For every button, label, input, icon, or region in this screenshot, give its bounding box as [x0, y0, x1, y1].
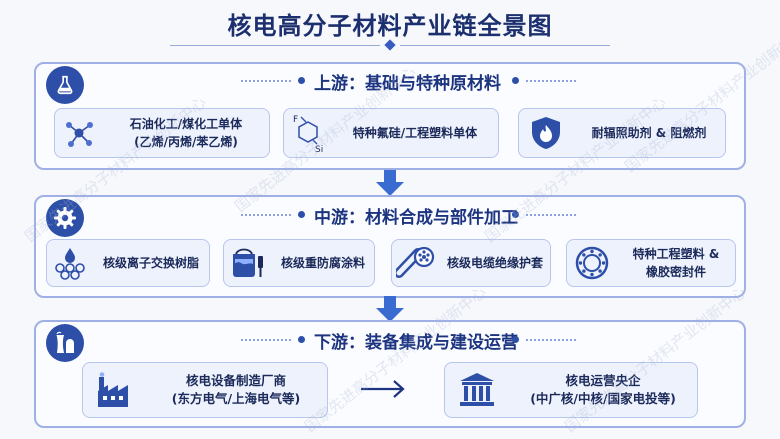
- upstream-section: 上游：基础与特种原材料 石油化工/煤化工单体 (乙烯/丙烯/苯乙烯): [34, 62, 746, 170]
- upstream-title-line-right: [526, 80, 576, 82]
- upstream-card-petrochemical-line2: (乙烯/丙烯/苯乙烯): [134, 135, 238, 149]
- downstream-title-line-right: [526, 339, 576, 341]
- flame-shield-icon: [519, 115, 573, 151]
- icon-text-si: Si: [315, 145, 323, 153]
- down-arrow-icon: [376, 296, 404, 322]
- midstream-card-resin-label: 核级离子交换树脂: [102, 256, 199, 270]
- right-arrow-icon: [361, 380, 405, 398]
- midstream-title-line-right: [526, 214, 576, 216]
- icon-text-f: F: [293, 115, 298, 125]
- institution-icon: [445, 371, 509, 409]
- downstream-card-operator-label: 核电运营央企 (中广核/中核/国家电投等): [509, 372, 697, 408]
- midstream-card-cable-label: 核级电缆绝缘护套: [446, 256, 543, 270]
- downstream-title-dot-right: [512, 336, 519, 343]
- midstream-title-dot-left: [298, 211, 305, 218]
- midstream-title: 中游：材料合成与部件加工: [314, 208, 518, 228]
- downstream-card-operator-line2: (中广核/中核/国家电投等): [530, 391, 676, 406]
- flask-icon: [46, 66, 84, 104]
- midstream-card-coating-label: 核级重防腐涂料: [280, 256, 365, 270]
- upstream-card-additives-label: 耐辐照助剂 & 阻燃剂: [591, 126, 707, 140]
- midstream-card-resin: 核级离子交换树脂: [46, 239, 210, 287]
- midstream-title-line-left: [241, 214, 291, 216]
- upstream-card-fluoro-silicon-label: 特种氟硅/工程塑料单体: [352, 126, 478, 140]
- upstream-card-fluoro-silicon: F Si 特种氟硅/工程塑料单体: [283, 108, 499, 158]
- downstream-title: 下游：装备集成与建设运营: [314, 333, 518, 353]
- midstream-card-seal: 特种工程塑料 & 橡胶密封件: [566, 239, 736, 287]
- upstream-title: 上游：基础与特种原材料: [314, 74, 501, 94]
- title-rule-right: [400, 45, 610, 46]
- upstream-title-dot-right: [512, 77, 519, 84]
- factory-icon: [83, 371, 145, 409]
- molecule-icon: [55, 116, 103, 150]
- page-title: 核电高分子材料产业链全景图: [227, 12, 553, 40]
- midstream-title-dot-right: [512, 211, 519, 218]
- downstream-card-manufacturer-label: 核电设备制造厂商 (东方电气/上海电气等): [145, 372, 327, 408]
- upstream-card-petrochemical-line1: 石油化工/煤化工单体: [129, 117, 243, 131]
- downstream-card-operator: 核电运营央企 (中广核/中核/国家电投等): [444, 362, 698, 418]
- upstream-card-petrochemical-label: 石油化工/煤化工单体 (乙烯/丙烯/苯乙烯): [103, 115, 269, 151]
- midstream-card-coating: 核级重防腐涂料: [223, 239, 375, 287]
- upstream-card-petrochemical: 石油化工/煤化工单体 (乙烯/丙烯/苯乙烯): [54, 108, 270, 158]
- fluoro-silicon-structure-icon: F Si: [284, 113, 332, 153]
- downstream-section: 下游：装备集成与建设运营 核电设备制造厂商 (东方电气/上海电气等): [34, 320, 746, 428]
- resin-beads-icon: [47, 246, 93, 280]
- title-rule-left: [170, 45, 380, 46]
- midstream-section: 中游：材料合成与部件加工 核级离子交换树脂 核级重防腐: [34, 195, 746, 298]
- upstream-title-line-left: [241, 80, 291, 82]
- nuclear-plant-icon: [46, 324, 84, 362]
- gear-icon: [46, 199, 84, 237]
- downstream-title-dot-left: [298, 336, 305, 343]
- downstream-card-manufacturer-line1: 核电设备制造厂商: [185, 373, 286, 388]
- seal-ring-icon: [567, 245, 617, 281]
- downstream-card-operator-line1: 核电运营央企: [565, 373, 641, 388]
- upstream-card-additives: 耐辐照助剂 & 阻燃剂: [518, 108, 726, 158]
- downstream-card-manufacturer: 核电设备制造厂商 (东方电气/上海电气等): [82, 362, 328, 418]
- midstream-card-seal-line1: 特种工程塑料 &: [632, 247, 720, 261]
- downstream-card-manufacturer-line2: (东方电气/上海电气等): [171, 391, 301, 406]
- paint-bucket-icon: [224, 246, 272, 280]
- upstream-title-dot-left: [298, 77, 305, 84]
- midstream-card-seal-line2: 橡胶密封件: [645, 265, 706, 279]
- cable-icon: [392, 247, 440, 279]
- title-diamond: [384, 39, 396, 51]
- midstream-card-cable: 核级电缆绝缘护套: [391, 239, 551, 287]
- midstream-card-seal-label: 特种工程塑料 & 橡胶密封件: [617, 245, 735, 281]
- downstream-title-line-left: [241, 339, 291, 341]
- down-arrow-icon: [376, 170, 404, 196]
